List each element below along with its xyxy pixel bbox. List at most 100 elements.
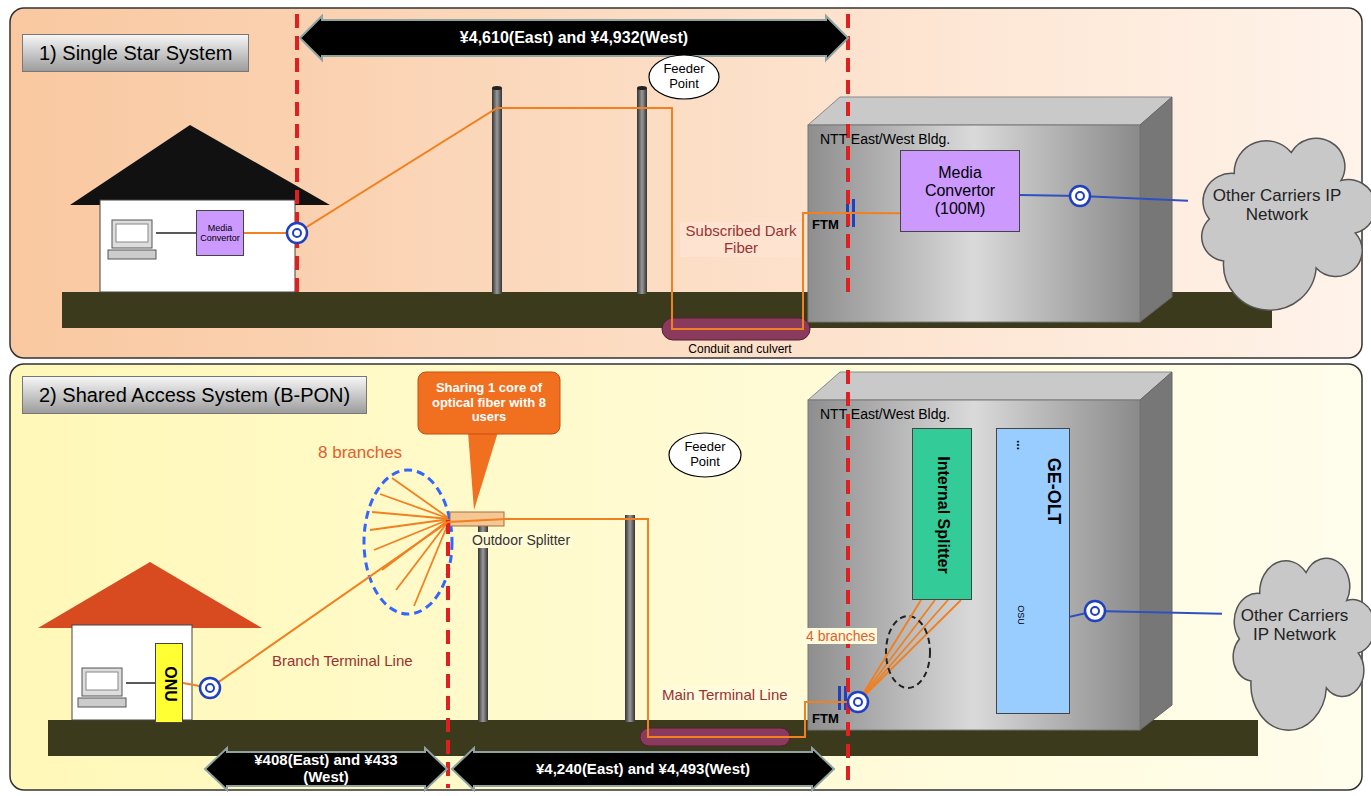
ntt-building: NTT East/West Bldg. Media Convertor (100M… xyxy=(808,125,1140,322)
text-holder: NTT East/West Bldg. xyxy=(820,407,950,423)
ip-network-cloud: Other Carriers IP Network xyxy=(1188,135,1366,275)
text-holder: Other Carriers IP Network xyxy=(1222,555,1367,695)
price-arrow: ¥4,610(East) and ¥4,932(West) xyxy=(300,16,848,60)
building-front xyxy=(808,400,1140,730)
node-text: ¥408(East) and ¥433 (West) xyxy=(235,752,417,786)
ellipse-outline xyxy=(649,55,719,99)
text-holder: ONU xyxy=(156,644,182,722)
feeder-point: Feeder Point xyxy=(668,432,742,478)
double-arrow xyxy=(300,16,848,60)
socket-ring xyxy=(287,223,307,243)
price-arrow: ¥408(East) and ¥433 (West) xyxy=(205,748,447,790)
node-text: 2) Shared Access System (B-PON) xyxy=(39,384,350,406)
cloud-outline xyxy=(1233,558,1371,730)
ftm-label: FTM xyxy=(812,218,839,233)
cloud-outline xyxy=(1202,138,1371,310)
computer-screen xyxy=(86,672,118,690)
node-text: Other Carriers IP Network xyxy=(1204,186,1350,224)
callout-body xyxy=(418,372,560,434)
socket-core xyxy=(1091,607,1099,615)
node-text: NTT East/West Bldg. xyxy=(820,407,950,423)
building-side xyxy=(1140,97,1172,322)
computer-screen xyxy=(116,224,148,242)
socket-core xyxy=(206,684,214,692)
text-holder: 2) Shared Access System (B-PON) xyxy=(22,376,367,414)
text-holder: Feeder Point xyxy=(668,432,742,478)
pc-cable xyxy=(126,682,155,684)
text-holder: Internal Splitter xyxy=(913,429,971,599)
house-body xyxy=(100,200,295,292)
node-text: Internal Splitter xyxy=(934,456,952,573)
pc-cable xyxy=(156,232,196,234)
pole-cap xyxy=(637,86,647,90)
line-name: Subscribed Dark Fiber xyxy=(680,222,802,257)
callout-box: Sharing 1 core of optical fiber with 8 u… xyxy=(418,372,560,434)
boundary-line xyxy=(846,370,850,788)
building-top xyxy=(808,97,1172,125)
socket xyxy=(200,678,220,698)
socket xyxy=(1070,186,1090,206)
text-holder: Other Carriers IP Network xyxy=(1188,135,1366,275)
house-roof xyxy=(70,125,330,205)
text-holder: Feeder Point xyxy=(648,54,720,100)
socket-core xyxy=(293,229,301,237)
socket-core xyxy=(1076,192,1084,200)
ftm-bar xyxy=(838,686,841,710)
text-holder: ¥408(East) and ¥433 (West) xyxy=(205,748,447,790)
node-text: Feeder Point xyxy=(652,62,716,91)
branch-ring xyxy=(364,470,452,614)
node-text: 1) Single Star System xyxy=(39,42,232,64)
node-text: ¥4,610(East) and ¥4,932(West) xyxy=(460,29,688,47)
internal-branches xyxy=(858,600,961,702)
ftm-label: FTM xyxy=(812,712,839,727)
node-text: GE-OLT xyxy=(1044,458,1064,525)
onu-box: ONU xyxy=(155,643,183,723)
fan-lines xyxy=(370,478,450,606)
text-holder: GE-OLT xyxy=(997,429,1069,713)
feeder-point: Feeder Point xyxy=(648,54,720,100)
socket xyxy=(848,692,868,712)
socket xyxy=(287,223,307,243)
panel-ground xyxy=(10,364,1362,790)
text-holder: Sharing 1 core of optical fiber with 8 u… xyxy=(418,372,560,434)
internal-splitter: Internal Splitter xyxy=(912,428,972,600)
node-text: ONU xyxy=(161,666,179,702)
text-holder: ¥4,610(East) and ¥4,932(West) xyxy=(300,16,848,60)
pole xyxy=(625,515,635,722)
double-arrow xyxy=(205,748,447,790)
computer-base xyxy=(108,250,156,259)
text-holder: ¥4,240(East) and ¥4,493(West) xyxy=(452,748,834,790)
socket-core xyxy=(854,698,862,706)
fiber-connector xyxy=(1020,195,1188,201)
pole xyxy=(492,88,502,294)
computer-base xyxy=(78,698,126,707)
text-holder: 1) Single Star System xyxy=(22,34,249,72)
ellipsis-mark: ... xyxy=(1013,440,1027,450)
socket-ring xyxy=(200,678,220,698)
node-text: ¥4,240(East) and ¥4,493(West) xyxy=(536,761,750,778)
socket xyxy=(1085,601,1105,621)
line-name: Branch Terminal Line xyxy=(272,652,413,669)
media-converter: Media Convertor (100M) xyxy=(900,150,1020,232)
system-panel: 1) Single Star System ¥4,610(East) and ¥4… xyxy=(10,8,1362,358)
socket-ring xyxy=(1070,186,1090,206)
line-name: Main Terminal Line xyxy=(660,686,790,703)
media-converter: Media Convertor xyxy=(196,210,244,256)
branch-ring xyxy=(886,616,930,688)
building-side xyxy=(1140,372,1172,730)
node-text: NTT East/West Bldg. xyxy=(820,132,950,148)
text-holder: Media Convertor xyxy=(197,211,243,255)
node-text: Feeder Point xyxy=(672,440,738,469)
panel-ground xyxy=(10,8,1362,358)
ellipse-outline xyxy=(669,433,741,477)
node-text: Other Carriers IP Network xyxy=(1234,606,1355,644)
node-text: Sharing 1 core of optical fiber with 8 u… xyxy=(424,381,554,425)
conduit-label: Conduit and culvert xyxy=(640,343,840,357)
text-holder: Media Convertor (100M) xyxy=(901,151,1019,231)
computer xyxy=(82,668,122,696)
pole xyxy=(478,520,488,722)
callout-tail xyxy=(468,432,498,510)
pole-cap xyxy=(492,86,502,90)
price-arrow: ¥4,240(East) and ¥4,493(West) xyxy=(452,748,834,790)
